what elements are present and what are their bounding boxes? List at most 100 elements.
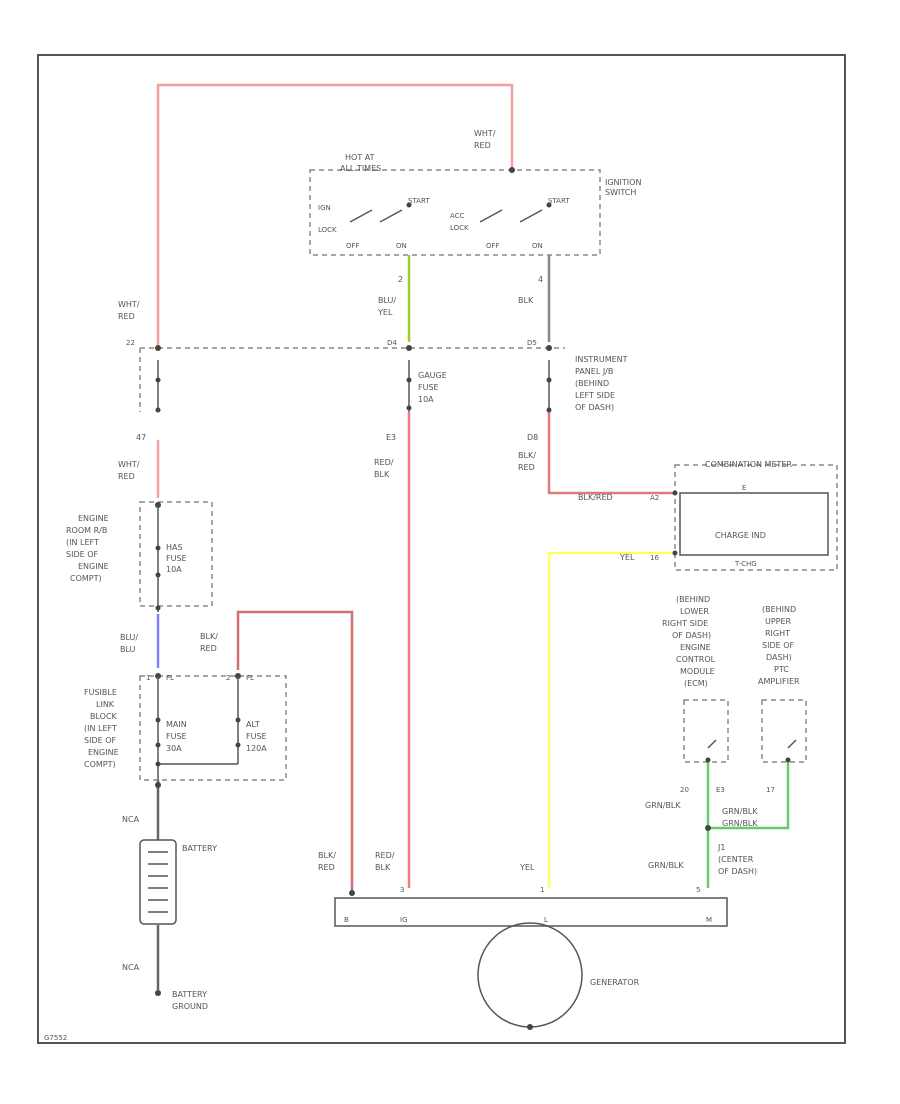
ign-pos-start1: START: [408, 197, 430, 205]
ign-pos-start2: START: [548, 197, 570, 205]
ptc-contact: [787, 739, 797, 749]
ign-pos-acc: ACC: [450, 212, 465, 220]
wire-label-blk-red-gen-2: RED: [318, 863, 335, 872]
fusible-link-label-3: BLOCK: [90, 712, 118, 721]
jb-pin-d5: [546, 345, 552, 351]
wire-label-wht-red-mid-2: RED: [118, 472, 135, 481]
wire-label-blk-red-gen-1: BLK/: [318, 851, 336, 860]
engine-rb-label-1: ENGINE: [78, 514, 109, 523]
engine-rb-label-5: ENGINE: [78, 562, 109, 571]
ign-contact-1: [349, 209, 373, 223]
wire-blk-red-gen: [236, 610, 354, 892]
ign-pos-off1: OFF: [346, 242, 360, 250]
combo-pin-b-label: 16: [650, 554, 659, 562]
fusible-link-label-7: COMPT): [84, 760, 116, 769]
fusible-link-label-4: (IN LEFT: [84, 724, 117, 733]
main-fuse-label-1: MAIN: [166, 720, 187, 729]
wire-label-blu-1: BLU/: [120, 633, 138, 642]
gen-pin-top-m: 5: [696, 886, 700, 894]
ign-pos-on1: ON: [396, 242, 407, 250]
combo-pin-a-label: A2: [650, 494, 659, 502]
main-fuse-node1: [155, 717, 161, 723]
combo-pin-b: [672, 550, 678, 556]
jb-pin-47: 47: [136, 433, 146, 442]
fusible-link-box: [139, 675, 287, 781]
jb-label-5: OF DASH): [575, 403, 614, 412]
hot-at-all-times-2: ALL TIMES: [340, 164, 381, 173]
ptc-label-3: RIGHT: [765, 629, 790, 638]
wire-label-wht-red-top-1: WHT/: [474, 129, 496, 138]
ptc-label-6: PTC: [774, 665, 789, 674]
ign-pin-left: 2: [398, 275, 403, 284]
ign-pos-ign: IGN: [318, 204, 331, 212]
wire-label-wht-red-top-2: RED: [474, 141, 491, 150]
jb-right-node1: [546, 377, 552, 383]
jb-label-4: LEFT SIDE: [575, 391, 615, 400]
generator-body: [477, 922, 583, 1028]
gen-pin-b: B: [344, 916, 349, 924]
ign-contact-3: [479, 209, 503, 223]
gauge-fuse-label-1: GAUGE: [418, 371, 447, 380]
gauge-fuse-node2: [406, 405, 412, 411]
battery-label: BATTERY: [182, 844, 217, 853]
wire-wht-red-main: [156, 83, 514, 348]
wire-label-grn-blk-4: GRN/BLK: [648, 861, 684, 870]
ptc-label-4: SIDE OF: [762, 641, 794, 650]
ecm-label-1: (BEHIND: [676, 595, 710, 604]
ptc-label-5: DASH): [766, 653, 792, 662]
generator-ground-node: [527, 1024, 533, 1030]
gen-pin-top-ig: 3: [400, 886, 404, 894]
fusible-link-label-5: SIDE OF: [84, 736, 116, 745]
ecm-box: [683, 699, 729, 763]
ptc-pin-17: 17: [766, 786, 775, 794]
splice-label-3: OF DASH): [718, 867, 757, 876]
combination-meter-pin-top: E: [742, 484, 746, 492]
ecm-label-8: (ECM): [684, 679, 708, 688]
fl-pin-fl1: FL: [166, 674, 174, 682]
alt-fuse-label-1: ALT: [246, 720, 260, 729]
main-fuse-label-3: 30A: [166, 744, 182, 753]
jb-label-2: PANEL J/B: [575, 367, 613, 376]
alt-fuse-node2: [235, 742, 241, 748]
battery-ground-node: [155, 990, 161, 996]
battery-ground-label-1: BATTERY: [172, 990, 207, 999]
ignition-switch-box: [309, 169, 601, 256]
wire-label-blk-red-2: RED: [518, 463, 535, 472]
ecm-label-2: LOWER: [680, 607, 709, 616]
splice-label-1: J1: [717, 843, 725, 852]
ptc-amplifier-box: [761, 699, 807, 763]
diagram-frame: [37, 54, 846, 1044]
combination-meter-title: COMBINATION METER: [705, 460, 792, 469]
fusible-link-label-2: LINK: [96, 700, 115, 709]
wire-label-wht-red-left-1: WHT/: [118, 300, 140, 309]
ecm-pin-20: 20: [680, 786, 689, 794]
wire-label-blk: BLK: [518, 296, 534, 305]
ecm-pin-e3: E3: [716, 786, 725, 794]
ignition-switch-label-1: IGNITION: [605, 178, 641, 187]
rb-bottom-pin: [155, 605, 161, 611]
ecm-label-4: OF DASH): [672, 631, 711, 640]
jb-pin-22-label: 22: [126, 339, 135, 347]
fusible-link-label-1: FUSIBLE: [84, 688, 117, 697]
wire-grn-blk-ptc: [708, 760, 790, 830]
fl-pin-fl2: FL: [246, 674, 254, 682]
wire-label-grn-blk-2: GRN/BLK: [722, 807, 758, 816]
jb-pin-e3: E3: [386, 433, 396, 442]
ecm-label-5: ENGINE: [680, 643, 711, 652]
combo-pin-a: [672, 490, 678, 496]
jb-pin-d5-label: D5: [527, 339, 537, 347]
alt-fuse-label-3: 120A: [246, 744, 267, 753]
has-fuse-label-2: FUSE: [166, 554, 187, 563]
alt-fuse-node1: [235, 717, 241, 723]
ptc-pin: [785, 757, 791, 763]
fl-bus-node: [155, 761, 161, 767]
charge-ind-sub: T-CHG: [734, 560, 757, 568]
splice-label-2: (CENTER: [718, 855, 754, 864]
jb-label-1: INSTRUMENT: [575, 355, 628, 364]
generator-connector: [334, 897, 728, 927]
diagram-code: G7552: [44, 1034, 67, 1042]
hot-at-all-times-1: HOT AT: [345, 153, 375, 162]
gen-pin-l: L: [544, 916, 548, 924]
